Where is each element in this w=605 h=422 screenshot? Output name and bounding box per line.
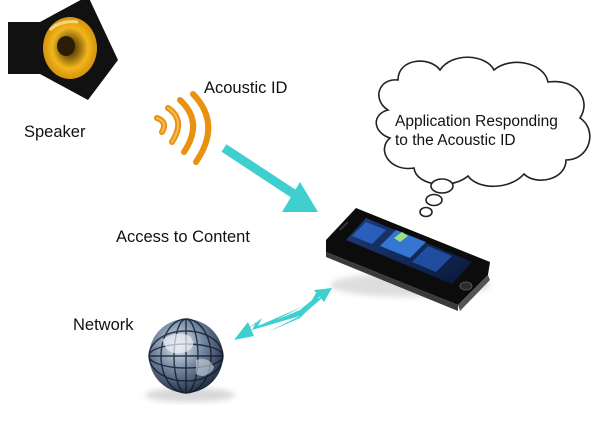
speaker-label: Speaker [24,123,86,141]
arrow-icon [234,288,332,340]
thought-bubble-line: to the Acoustic ID [395,132,516,149]
acoustic-id-label: Acoustic ID [204,79,288,97]
smartphone-icon [326,208,490,311]
thought-cloud-icon [375,56,591,218]
speaker-icon [8,0,118,100]
sound-wave-icon [154,91,212,165]
thought-bubble-line: Application Responding [395,113,558,130]
thought-bubble-text: Application Responding to the Acoustic I… [395,112,580,150]
arrow-icon [221,144,318,212]
access-to-content-label: Access to Content [116,228,250,246]
globe-icon [145,318,235,402]
network-label: Network [73,316,134,334]
